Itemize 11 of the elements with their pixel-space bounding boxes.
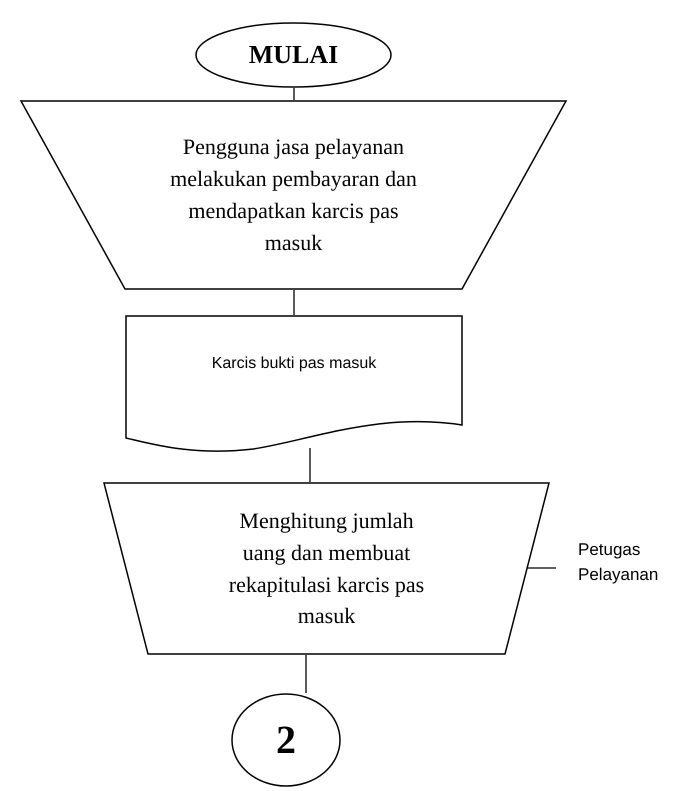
connector-line: [293, 290, 295, 315]
connector-line: [293, 88, 295, 100]
connector-line: [309, 448, 311, 482]
node-label: 2: [276, 716, 296, 764]
connector-line: [305, 655, 307, 693]
node-label: Pengguna jasa pelayanan melakukan pembayaran dan mendapatkan karcis pas masuk: [170, 133, 417, 257]
node-label: Karcis bukti pas masuk: [212, 354, 376, 374]
leader-line: [528, 567, 556, 569]
node-label: MULAI: [248, 39, 338, 72]
node-label: Menghitung jumlah uang dan membuat rekapitulasi karcis pas masuk: [228, 506, 426, 630]
annotation-text: Petugas Pelayanan: [578, 538, 660, 586]
